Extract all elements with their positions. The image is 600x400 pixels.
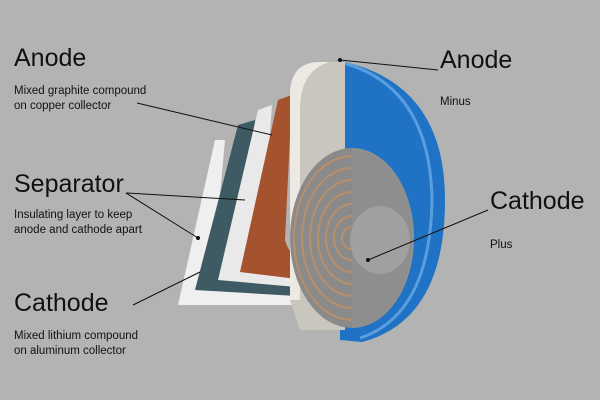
anode-right-sub: Minus [440,96,471,108]
separator-desc-2: anode and cathode apart [14,224,142,236]
separator-desc-1: Insulating layer to keep [14,209,133,221]
cathode-right-title: Cathode [490,187,585,215]
anode-left-desc-1: Mixed graphite compound [14,85,147,97]
cathode-left-title: Cathode [14,289,109,317]
leader-lines [125,59,489,306]
anode-left-title: Anode [14,44,87,72]
separator-title: Separator [14,170,124,198]
anode-left-desc-2: on copper collector [14,100,112,112]
anode-sheet [240,95,345,283]
cathode-left-desc-1: Mixed lithium compound [14,330,139,342]
cathode-left-desc-2: on aluminum collector [14,345,126,357]
cathode-right-sub: Plus [490,239,513,251]
anode-right-title: Anode [440,46,513,74]
